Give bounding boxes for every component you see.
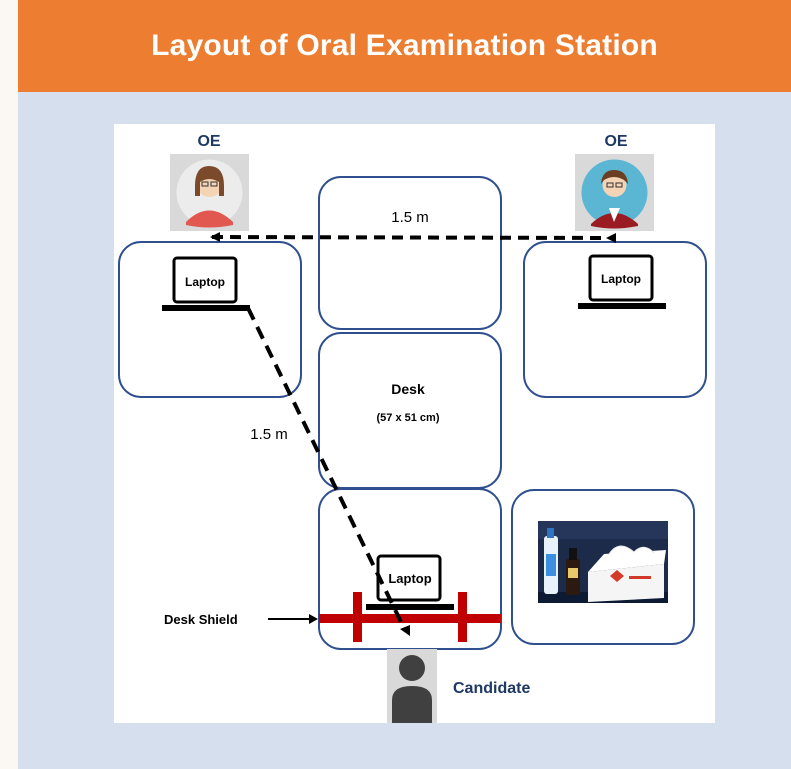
laptop-left bbox=[162, 256, 250, 311]
examiner-right-avatar bbox=[575, 154, 654, 231]
desk-shield-label: Desk Shield bbox=[164, 612, 238, 627]
desk-label: Desk bbox=[391, 381, 425, 397]
desk-middle-center bbox=[318, 332, 502, 489]
laptop-candidate-label: Laptop bbox=[388, 571, 431, 586]
sanitizer-tissue-photo bbox=[538, 521, 668, 603]
desk-supplies bbox=[511, 489, 695, 645]
examiner-left-label: OE bbox=[197, 133, 220, 150]
examiner-left-avatar bbox=[170, 154, 249, 231]
station-layout-diagram: OE OE 1.5 m Laptop Laptop Desk (57 x 51 … bbox=[114, 124, 715, 723]
desk-shield-arrow-head bbox=[309, 614, 318, 624]
candidate-avatar bbox=[387, 649, 437, 723]
desk-shield bbox=[319, 592, 501, 642]
laptop-right bbox=[578, 254, 666, 309]
layout-svg: OE OE 1.5 m Laptop Laptop Desk (57 x 51 … bbox=[118, 133, 707, 723]
candidate-arrow-tip bbox=[400, 625, 410, 636]
desk-top-center bbox=[318, 176, 502, 330]
distance-label-top: 1.5 m bbox=[391, 209, 429, 226]
examiner-right-label: OE bbox=[604, 133, 627, 150]
desk-size-label: (57 x 51 cm) bbox=[377, 412, 440, 424]
distance-line-candidate bbox=[246, 307, 404, 625]
laptop-right-label: Laptop bbox=[601, 272, 641, 286]
title-bar: Layout of Oral Examination Station bbox=[18, 0, 791, 92]
laptop-left-label: Laptop bbox=[185, 275, 225, 289]
candidate-label: Candidate bbox=[453, 680, 530, 697]
distance-label-diagonal: 1.5 m bbox=[250, 426, 288, 443]
page-title: Layout of Oral Examination Station bbox=[151, 29, 658, 62]
desk-left bbox=[118, 241, 302, 398]
distance-line-examiners bbox=[210, 232, 617, 244]
